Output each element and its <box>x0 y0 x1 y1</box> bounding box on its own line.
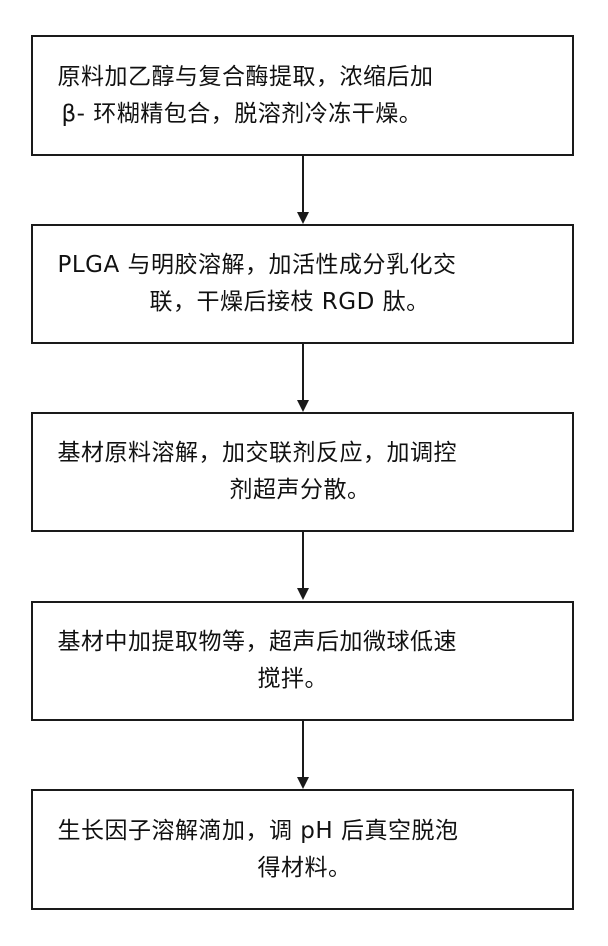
step-1-line-2: β- 环糊精包合，脱溶剂冷冻干燥。 <box>58 96 548 133</box>
step-1-line-1: 原料加乙醇与复合酶提取，浓缩后加 <box>58 59 548 96</box>
step-box-3: 基材原料溶解，加交联剂反应，加调控 剂超声分散。 <box>31 412 574 532</box>
step-text-2: PLGA 与明胶溶解，加活性成分乳化交 联，干燥后接枝 RGD 肽。 <box>58 247 548 321</box>
step-text-5: 生长因子溶解滴加，调 pH 后真空脱泡 得材料。 <box>58 813 548 887</box>
step-box-1: 原料加乙醇与复合酶提取，浓缩后加 β- 环糊精包合，脱溶剂冷冻干燥。 <box>31 35 574 156</box>
step-3-line-2: 剂超声分散。 <box>58 472 548 509</box>
arrow-4-head <box>297 777 309 789</box>
step-2-line-1: PLGA 与明胶溶解，加活性成分乳化交 <box>58 247 548 284</box>
step-4-line-1: 基材中加提取物等，超声后加微球低速 <box>58 624 548 661</box>
step-box-2: PLGA 与明胶溶解，加活性成分乳化交 联，干燥后接枝 RGD 肽。 <box>31 224 574 344</box>
step-text-4: 基材中加提取物等，超声后加微球低速 搅拌。 <box>58 624 548 698</box>
step-box-4: 基材中加提取物等，超声后加微球低速 搅拌。 <box>31 601 574 721</box>
step-2-line-2: 联，干燥后接枝 RGD 肽。 <box>58 284 548 321</box>
step-3-line-1: 基材原料溶解，加交联剂反应，加调控 <box>58 435 548 472</box>
arrow-3-line <box>302 532 304 590</box>
step-4-line-2: 搅拌。 <box>58 661 548 698</box>
step-text-3: 基材原料溶解，加交联剂反应，加调控 剂超声分散。 <box>58 435 548 509</box>
arrow-1-head <box>297 212 309 224</box>
arrow-1-line <box>302 156 304 214</box>
arrow-2-line <box>302 344 304 402</box>
step-text-1: 原料加乙醇与复合酶提取，浓缩后加 β- 环糊精包合，脱溶剂冷冻干燥。 <box>58 59 548 133</box>
arrow-2-head <box>297 400 309 412</box>
step-5-line-2: 得材料。 <box>58 850 548 887</box>
step-box-5: 生长因子溶解滴加，调 pH 后真空脱泡 得材料。 <box>31 789 574 910</box>
step-5-line-1: 生长因子溶解滴加，调 pH 后真空脱泡 <box>58 813 548 850</box>
arrow-3-head <box>297 588 309 600</box>
arrow-4-line <box>302 721 304 779</box>
